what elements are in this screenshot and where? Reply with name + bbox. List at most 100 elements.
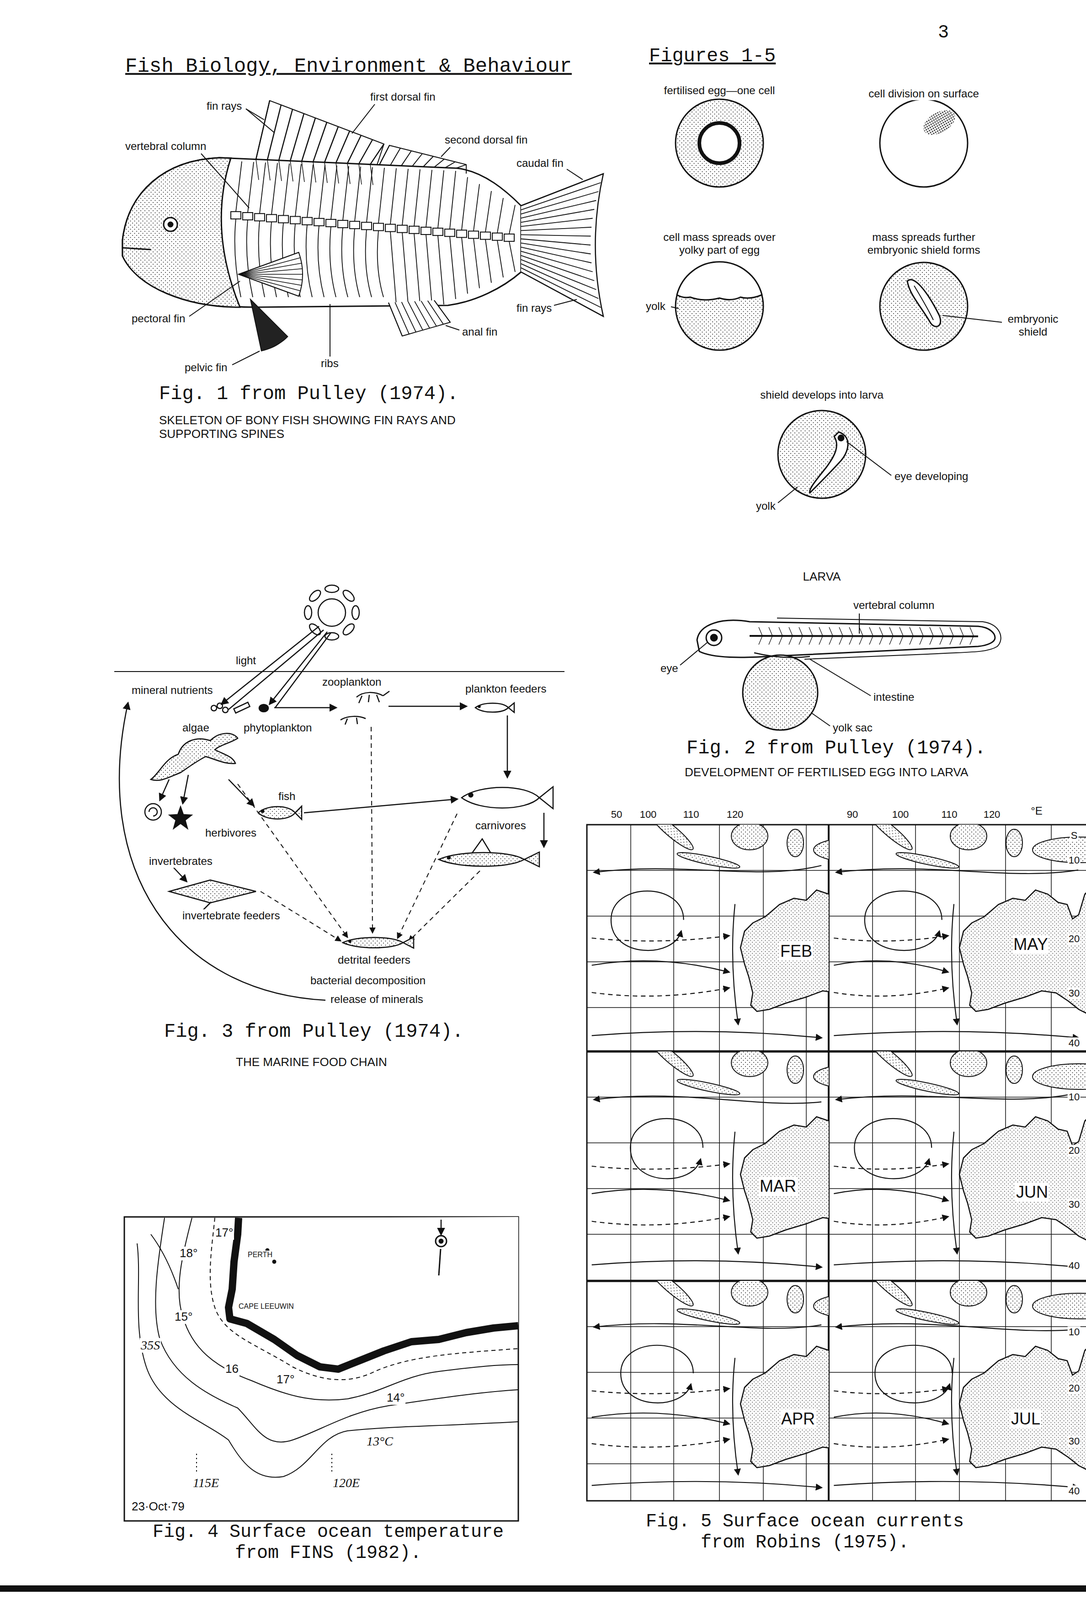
map-label: 17° — [214, 1225, 235, 1240]
drawing-path — [833, 1189, 948, 1201]
food-chain-label: plankton feeders — [464, 682, 548, 696]
island — [813, 1293, 829, 1319]
drawing-path — [425, 170, 432, 228]
drawing-path — [836, 868, 1079, 874]
drawing-path — [869, 627, 874, 645]
island — [950, 824, 987, 850]
drawing-path — [228, 1216, 519, 1369]
drawing-path — [879, 627, 884, 645]
drawing-path — [169, 806, 192, 829]
island — [787, 1055, 804, 1084]
drawing-path — [388, 705, 467, 708]
drawing-path — [335, 131, 350, 164]
island — [1032, 1063, 1086, 1090]
drawing-path — [485, 191, 492, 233]
part-label: pectoral fin — [130, 312, 187, 325]
axis-label: 30 — [1067, 1435, 1081, 1447]
island — [866, 1280, 916, 1310]
food-chain-label: invertebrates — [148, 854, 214, 868]
drawing-path — [833, 1388, 948, 1394]
map-label: CAPE LEEUWIN — [237, 1302, 295, 1311]
drawing-path — [301, 117, 316, 162]
food-chain-label: mineral nutrients — [130, 683, 214, 697]
month-label: APR — [780, 1409, 816, 1428]
stage-label: yolk sac — [831, 721, 874, 735]
drawing-path — [201, 153, 250, 208]
island — [895, 1076, 960, 1098]
drawing-path — [324, 126, 339, 163]
drawing-path — [473, 184, 480, 232]
drawing-path — [370, 143, 384, 165]
drawing-rect — [266, 214, 277, 222]
drawing-path — [521, 239, 591, 246]
drawing-path — [543, 812, 545, 847]
island — [813, 836, 829, 863]
drawing-path — [566, 169, 583, 180]
figure-caption: Fig. 4 Surface ocean temperature from FI… — [144, 1521, 512, 1564]
drawing-path — [445, 161, 456, 168]
drawing-path — [586, 1096, 1086, 1098]
drawing-path — [833, 1216, 948, 1225]
island — [1006, 829, 1023, 857]
figure-subtitle: SKELETON OF BONY FISH SHOWING FIN RAYS A… — [158, 413, 480, 442]
drawing-circle — [261, 809, 264, 813]
drawing-path — [425, 234, 432, 305]
drawing-path — [521, 255, 595, 281]
stage-label: yolk — [644, 299, 667, 313]
axis-label: 20 — [1067, 1382, 1081, 1394]
drawing-path — [353, 228, 360, 298]
drawing-path — [811, 713, 831, 726]
drawing-rect — [278, 215, 289, 223]
food-chain-label: carnivores — [474, 819, 528, 832]
drawing-path — [591, 1438, 730, 1447]
drawing-circle — [838, 435, 844, 441]
drawing-path — [846, 441, 892, 476]
drawing-path — [313, 122, 327, 163]
drawing-rect — [349, 221, 360, 229]
drawing-path — [591, 935, 730, 941]
drawing-path — [232, 351, 260, 365]
drawing-circle — [348, 940, 352, 943]
drawing-circle — [168, 222, 173, 227]
drawing-path — [440, 1219, 442, 1235]
drawing-rect — [233, 702, 250, 713]
island — [647, 1051, 697, 1081]
drawing-path — [591, 960, 730, 972]
drawing-circle — [879, 99, 968, 187]
drawing-polygon — [238, 252, 303, 297]
drawing-path — [833, 960, 948, 972]
drawing-path — [591, 1412, 730, 1424]
drawing-path — [274, 707, 336, 709]
australia — [959, 1114, 1086, 1249]
part-label: second dorsal fin — [443, 133, 529, 147]
drawing-ellipse — [307, 588, 323, 604]
drawing-polyline — [255, 100, 384, 165]
drawing-path — [347, 163, 351, 184]
map-label: 18° — [178, 1246, 199, 1261]
drawing-path — [874, 1345, 953, 1403]
stage-label: mass spreads further embryonic shield fo… — [854, 230, 994, 256]
drawing-path — [318, 225, 325, 298]
drawing-path — [307, 164, 314, 218]
drawing-path — [378, 167, 385, 224]
page-rule — [0, 1585, 1086, 1592]
island — [647, 1280, 697, 1310]
drawing-path — [586, 1463, 1086, 1464]
month-label: JUL — [1010, 1409, 1042, 1428]
drawing-path — [594, 1323, 822, 1328]
drawing-path — [915, 824, 916, 1501]
drawing-path — [150, 1234, 179, 1289]
drawing-path — [833, 1438, 948, 1447]
drawing-path — [269, 631, 328, 704]
drawing-path — [798, 627, 803, 645]
island — [866, 824, 916, 854]
drawing-path — [473, 238, 480, 289]
drawing-path — [388, 302, 403, 336]
stage-label: fertilised egg—one cell — [663, 84, 777, 97]
island — [647, 824, 697, 854]
drawing-path — [485, 239, 492, 283]
drawing-path — [859, 627, 863, 645]
drawing-path — [189, 281, 240, 317]
page-number: 3 — [936, 22, 950, 44]
food-chain-label: fish — [277, 789, 297, 803]
